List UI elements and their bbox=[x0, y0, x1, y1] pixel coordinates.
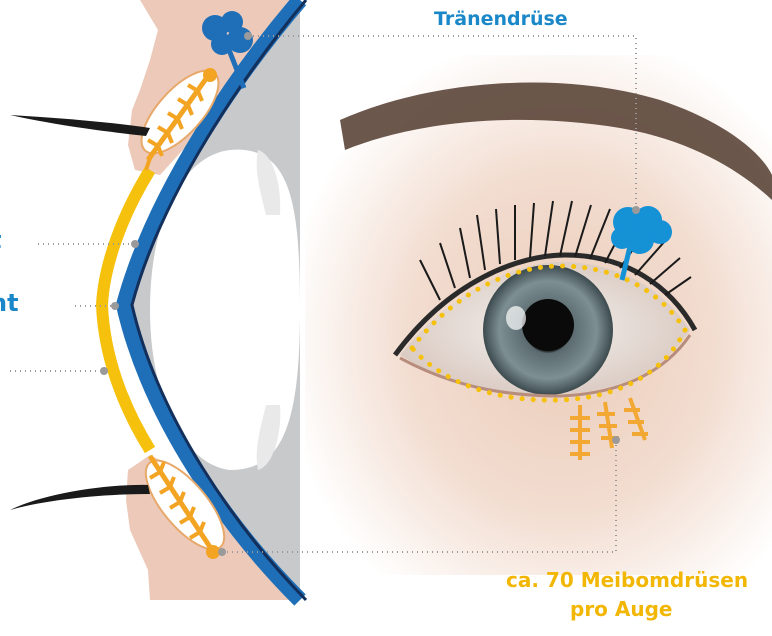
label-layer-2-fragment: ht bbox=[0, 289, 19, 317]
eye-illustration bbox=[305, 55, 772, 575]
label-meibom-line1: ca. 70 Meibomdrüsen bbox=[506, 568, 748, 592]
label-meibom-line2: pro Auge bbox=[570, 597, 672, 621]
cross-section bbox=[10, 0, 306, 600]
label-layer-1-fragment: t bbox=[0, 226, 1, 254]
pupil bbox=[522, 299, 574, 351]
label-traenendruese: Tränendrüse bbox=[434, 8, 568, 30]
eyelash-icon bbox=[10, 115, 150, 136]
